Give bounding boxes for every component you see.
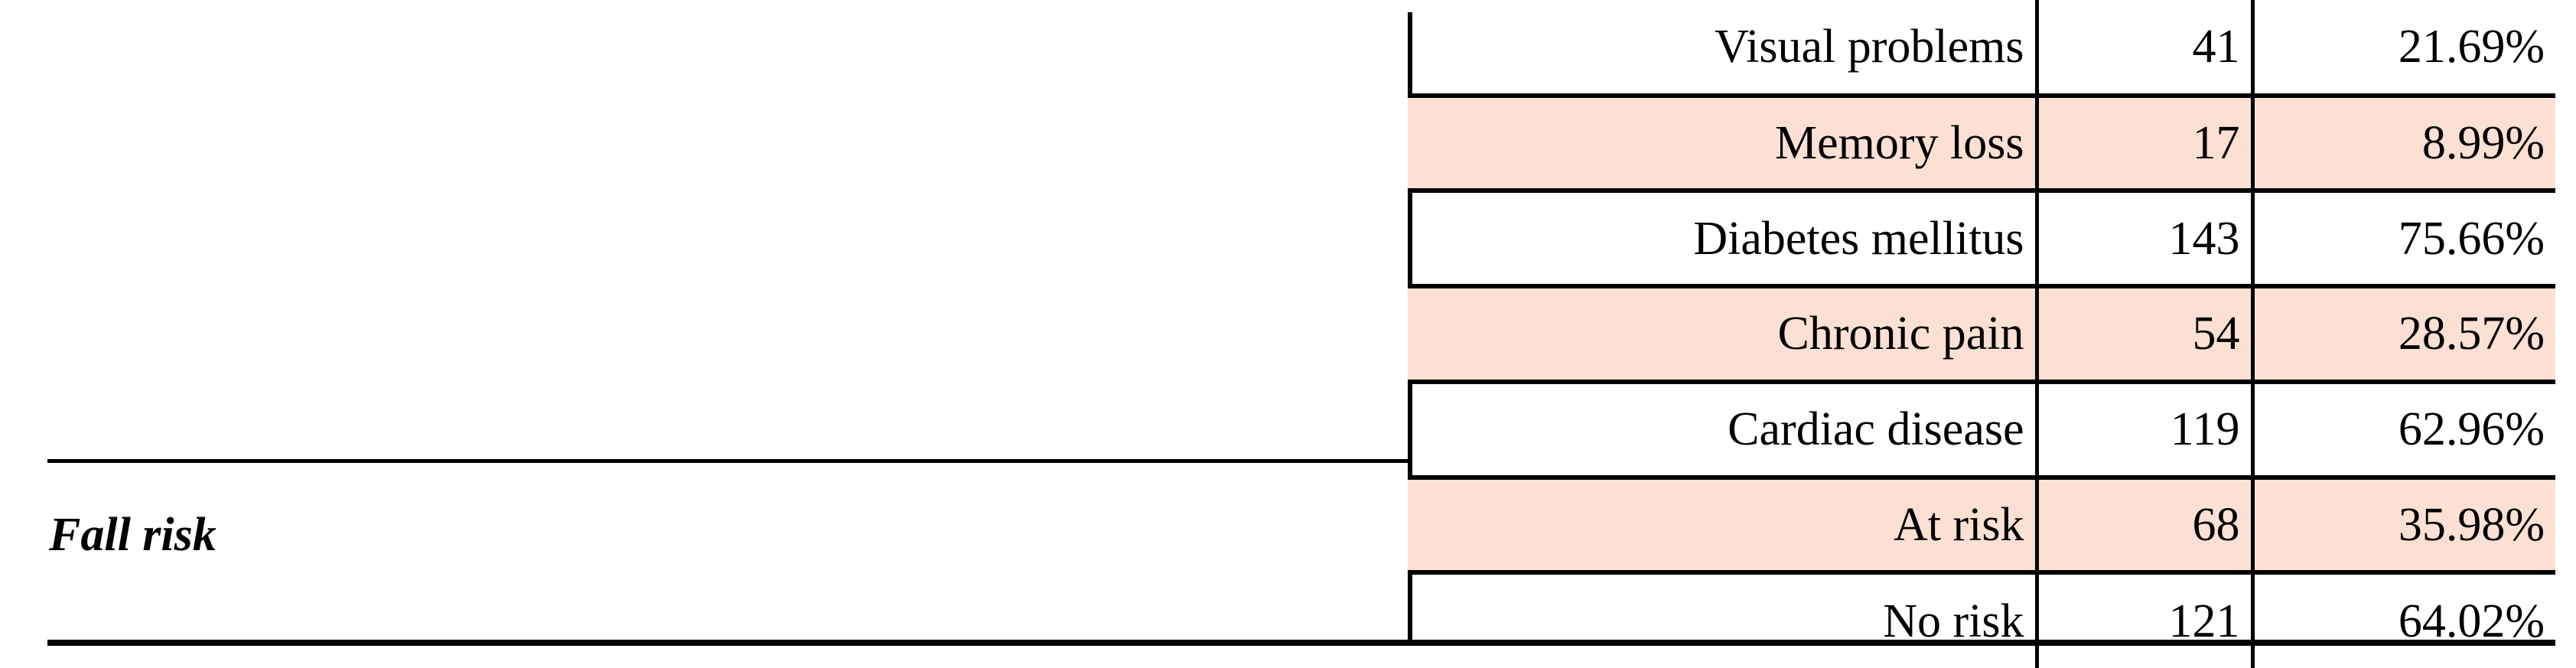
cell-percent: 8.99% (2250, 93, 2555, 194)
cell-count: 68 (2034, 474, 2252, 575)
cell-variable: Cardiac disease (1728, 403, 2024, 456)
cell-percent: 35.98% (2250, 474, 2555, 575)
cell-count: 17 (2034, 93, 2252, 194)
cell-count: 41 (2034, 0, 2252, 96)
cell-count: 121 (2034, 572, 2252, 668)
cell-variable: Diabetes mellitus (1693, 212, 2024, 265)
cell-percent: 28.57% (2250, 284, 2555, 384)
group-bottom-rule (47, 640, 1408, 646)
cell-percent: 62.96% (2250, 381, 2555, 477)
cell-percent: 75.66% (2250, 191, 2555, 287)
group-label-fall-risk: Fall risk (49, 509, 217, 561)
cell-count: 119 (2034, 381, 2252, 477)
group-label-pane: Fall risk (47, 459, 1408, 646)
table-bottom-rule (1408, 640, 2555, 646)
group-top-rule (47, 459, 1408, 463)
cell-variable: Visual problems (1715, 20, 2024, 73)
cell-count: 54 (2034, 284, 2252, 384)
cell-percent: 64.02% (2250, 572, 2555, 668)
cell-percent: 21.69% (2250, 0, 2555, 96)
cell-variable: At risk (1408, 474, 2037, 575)
cell-variable: Memory loss (1408, 93, 2037, 194)
cell-variable: No risk (1883, 595, 2024, 648)
cell-count: 143 (2034, 191, 2252, 287)
cell-variable: Chronic pain (1408, 284, 2037, 384)
